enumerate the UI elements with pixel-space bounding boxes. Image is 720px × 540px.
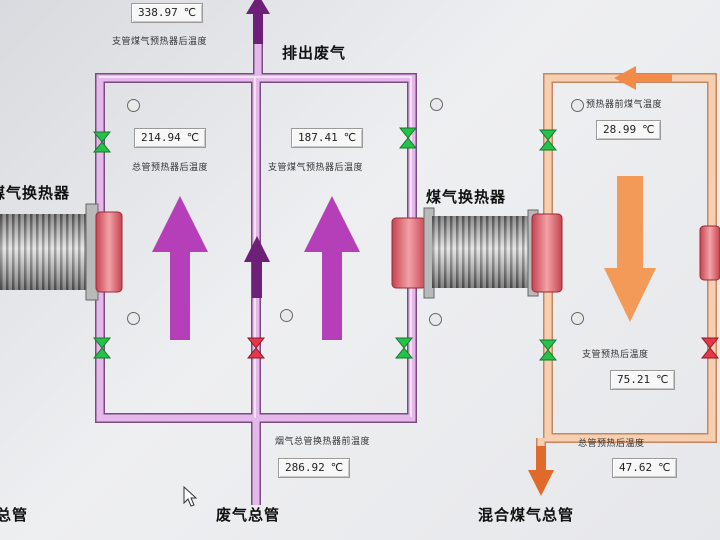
temp-value: 214.94 bbox=[141, 131, 181, 144]
temp-value: 47.62 bbox=[619, 461, 653, 474]
gas-outlet-arrow bbox=[528, 446, 554, 496]
temp-readout-bottom-mid: 286.92 ℃ bbox=[278, 458, 351, 478]
temp-caption: 预热器前煤气温度 bbox=[586, 100, 663, 110]
temp-unit: ℃ bbox=[642, 123, 655, 136]
temp-value: 286.92 bbox=[285, 461, 325, 474]
gas-flow-arrow-top bbox=[614, 66, 672, 90]
valve-center[interactable] bbox=[246, 337, 266, 359]
temp-unit: ℃ bbox=[330, 461, 344, 474]
temp-caption: 支管煤气预热器后温度 bbox=[112, 37, 208, 47]
temp-value: 75.21 bbox=[617, 373, 651, 386]
mouse-cursor-icon bbox=[183, 486, 197, 507]
temp-caption: 支管预热后温度 bbox=[582, 350, 649, 360]
sensor-probe bbox=[127, 99, 140, 112]
flue-up-arrow-right bbox=[304, 196, 360, 340]
sensor-probe bbox=[280, 309, 293, 322]
temp-readout-top-branch: 338.97 ℃ bbox=[131, 3, 204, 23]
temp-unit: ℃ bbox=[343, 131, 357, 144]
temp-readout-right-mid: 75.21 ℃ bbox=[610, 370, 676, 390]
gas-hx-right-label: 煤气换热器 bbox=[426, 188, 507, 206]
temp-value: 28.99 bbox=[603, 123, 637, 136]
heat-exchanger-left bbox=[0, 203, 123, 301]
sensor-probe bbox=[571, 99, 584, 112]
valve-left-upper[interactable] bbox=[92, 131, 112, 153]
temp-readout-left-main: 214.94 ℃ bbox=[134, 128, 207, 148]
temp-unit: ℃ bbox=[656, 373, 669, 386]
temp-value: 187.41 bbox=[298, 131, 338, 144]
temp-unit: ℃ bbox=[186, 131, 200, 144]
valve-right-upper[interactable] bbox=[398, 127, 418, 149]
gas-hx-left-label: 煤气换热器 bbox=[0, 184, 71, 202]
temp-caption: 总管预热器后温度 bbox=[132, 163, 209, 173]
valve-left-lower[interactable] bbox=[92, 337, 112, 359]
heat-exchanger-right bbox=[391, 207, 720, 299]
bottom-left-label: 总管 bbox=[0, 506, 29, 524]
sensor-probe bbox=[571, 312, 584, 325]
inlet-riser-arrow bbox=[244, 236, 270, 298]
temp-readout-right-top: 28.99 ℃ bbox=[596, 120, 662, 140]
temp-readout-mid-branch: 187.41 ℃ bbox=[291, 128, 364, 148]
temp-caption: 支管煤气预热器后温度 bbox=[268, 163, 364, 173]
sensor-probe bbox=[430, 98, 443, 111]
exhaust-out-label: 排出废气 bbox=[282, 44, 347, 62]
gas-down-arrow bbox=[604, 176, 656, 322]
flue-up-arrow-left bbox=[152, 196, 208, 340]
valve-gas-upper[interactable] bbox=[538, 129, 558, 151]
temp-unit: ℃ bbox=[658, 461, 671, 474]
valve-gas-right[interactable] bbox=[700, 337, 720, 359]
valve-gas-lower[interactable] bbox=[538, 339, 558, 361]
valve-right-lower[interactable] bbox=[394, 337, 414, 359]
temp-value: 338.97 bbox=[138, 6, 178, 19]
temp-caption: 总管预热后温度 bbox=[578, 439, 645, 449]
waste-gas-main-label: 废气总管 bbox=[216, 506, 281, 524]
temp-readout-right-bottom: 47.62 ℃ bbox=[612, 458, 678, 478]
mixed-gas-main-label: 混合煤气总管 bbox=[478, 506, 575, 524]
exhaust-outlet-arrow bbox=[246, 0, 270, 44]
sensor-probe bbox=[127, 312, 140, 325]
temp-unit: ℃ bbox=[183, 6, 197, 19]
temp-caption: 烟气总管换热器前温度 bbox=[275, 437, 371, 447]
sensor-probe bbox=[429, 313, 442, 326]
